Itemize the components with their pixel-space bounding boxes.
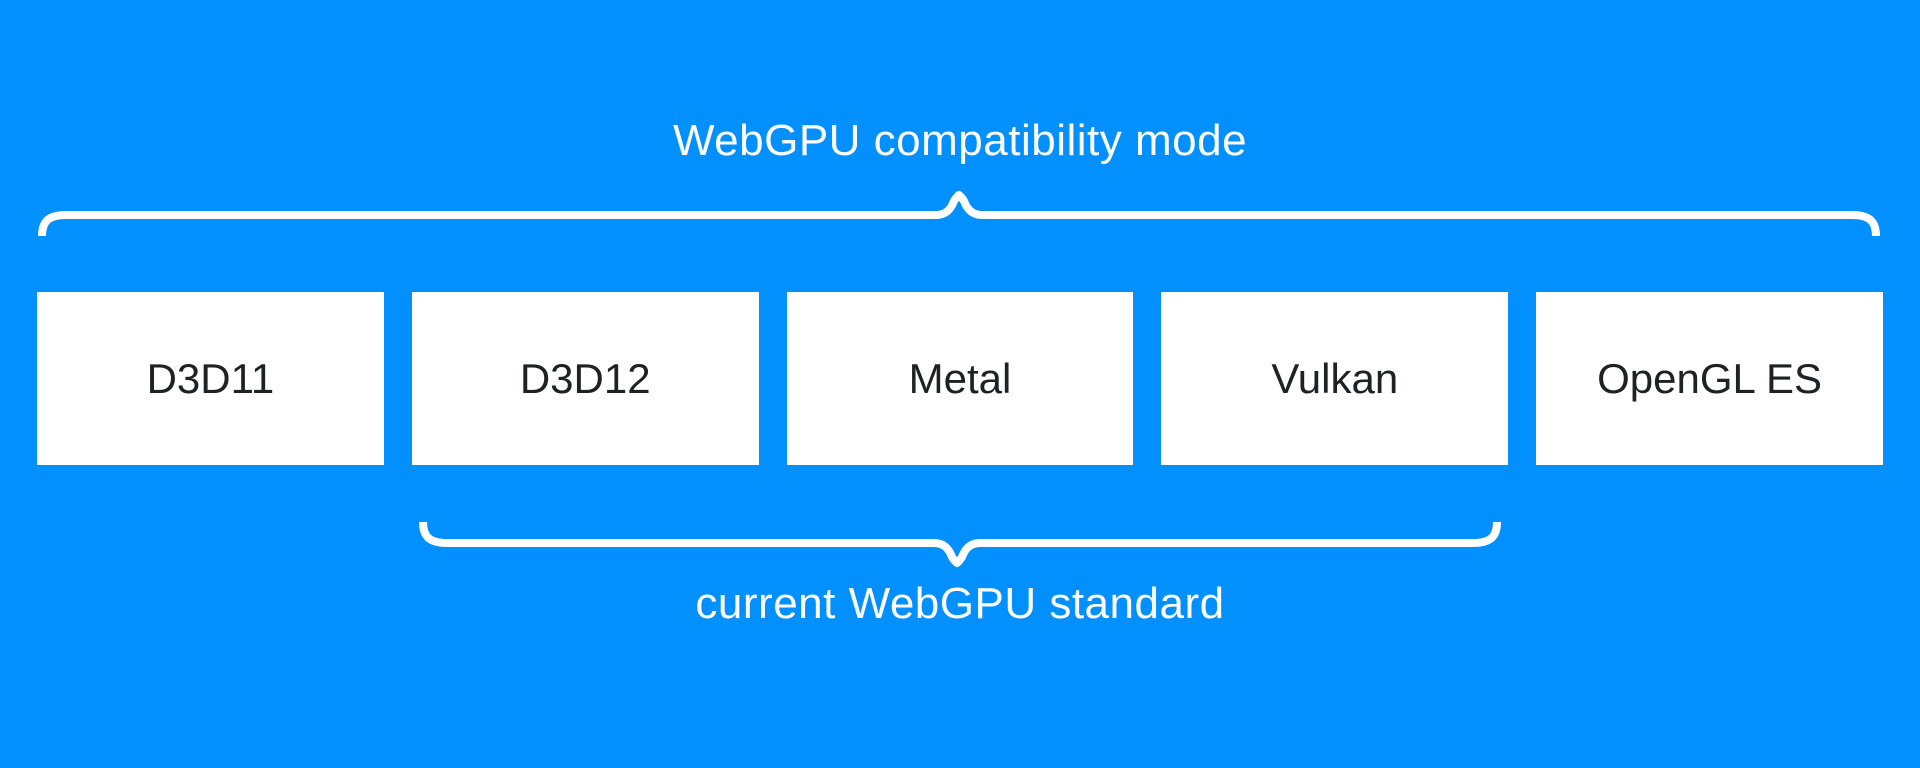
api-box-label: D3D11 [146,354,275,402]
bottom-brace [419,521,1501,567]
bottom-brace-label: current WebGPU standard [695,579,1225,628]
api-box-label: Metal [908,354,1012,402]
api-boxes-row: D3D11 D3D12 Metal Vulkan OpenGL ES [37,292,1883,465]
api-box-label: OpenGL ES [1597,354,1823,402]
api-box-label: Vulkan [1271,354,1399,402]
api-box-d3d11: D3D11 [37,292,384,465]
api-box-label: D3D12 [519,354,651,402]
top-brace-label: WebGPU compatibility mode [672,116,1248,165]
api-box-d3d12: D3D12 [411,292,759,465]
api-box-vulkan: Vulkan [1161,292,1509,465]
api-box-opengl-es: OpenGL ES [1536,292,1883,465]
top-brace [38,191,1880,237]
api-box-metal: Metal [786,292,1134,465]
